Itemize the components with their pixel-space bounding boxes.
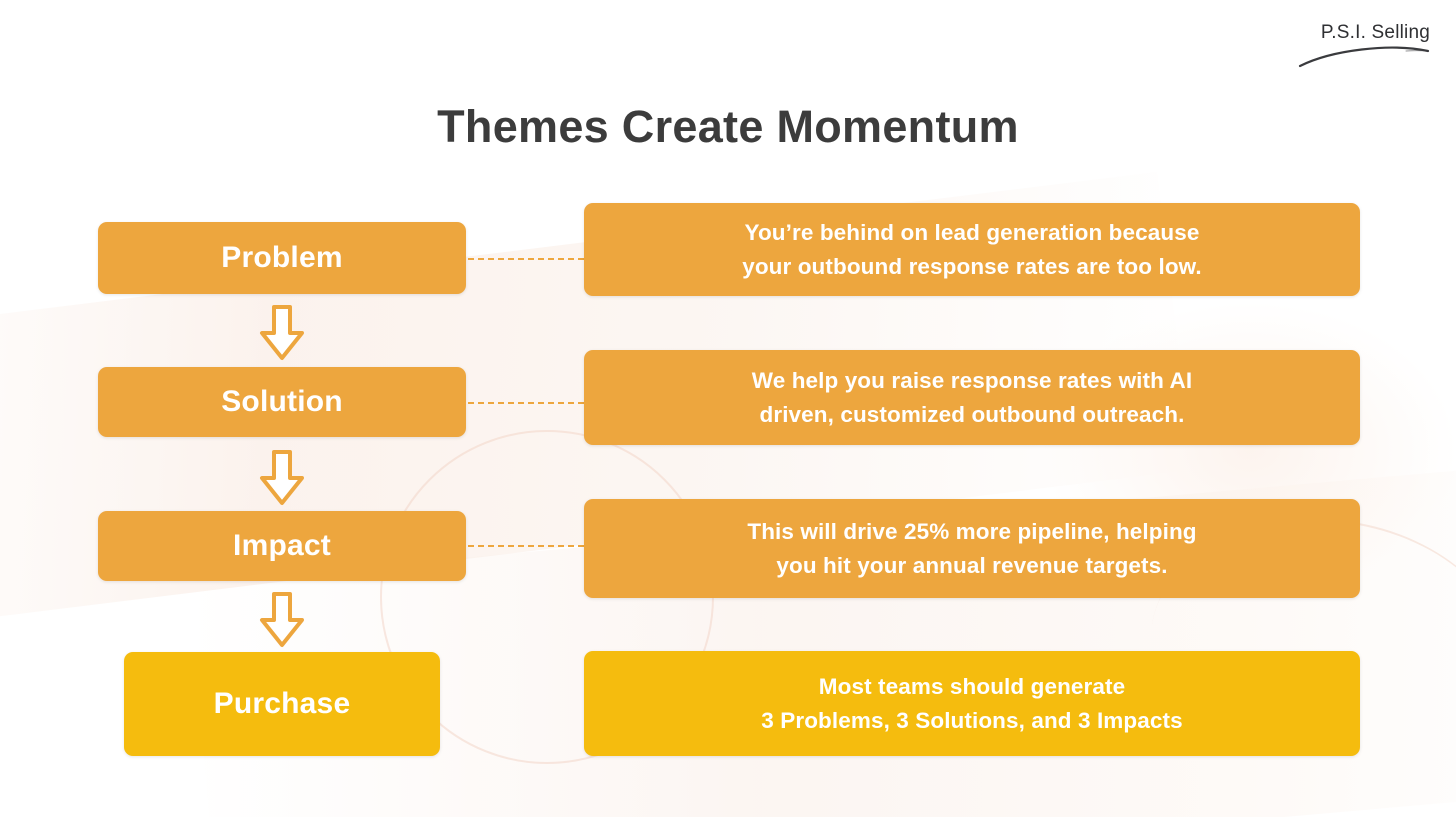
detail-box-solution[interactable]: We help you raise response rates with AI… xyxy=(584,350,1360,445)
detail-box-impact[interactable]: This will drive 25% more pipeline, helpi… xyxy=(584,499,1360,598)
connector-problem xyxy=(468,258,584,260)
stage-box-problem[interactable]: Problem xyxy=(98,222,466,294)
connector-solution xyxy=(468,402,584,404)
stage-label-impact: Impact xyxy=(233,529,331,562)
detail-box-purchase[interactable]: Most teams should generate 3 Problems, 3… xyxy=(584,651,1360,756)
arrow-problem-to-solution xyxy=(258,305,306,361)
connector-impact xyxy=(468,545,584,547)
arrow-down-icon xyxy=(260,450,304,505)
brand-logo-text: P.S.I. Selling xyxy=(1320,22,1430,43)
detail-line: Most teams should generate xyxy=(818,674,1126,700)
arrow-down-icon xyxy=(260,592,304,647)
detail-line: driven, customized outbound outreach. xyxy=(759,401,1185,427)
stage-label-solution: Solution xyxy=(221,385,343,418)
detail-text-purchase: Most teams should generate 3 Problems, 3… xyxy=(739,670,1204,737)
detail-line: your outbound response rates are too low… xyxy=(742,253,1202,279)
arrow-down-icon xyxy=(260,305,304,360)
detail-line: You’re behind on lead generation because xyxy=(744,220,1200,246)
brand-logo: P.S.I. Selling xyxy=(1298,22,1430,68)
logo-swoosh-icon xyxy=(1298,46,1430,68)
stage-label-purchase: Purchase xyxy=(213,687,351,720)
arrow-solution-to-impact xyxy=(258,450,306,506)
detail-text-solution: We help you raise response rates with AI… xyxy=(730,364,1214,431)
detail-line: We help you raise response rates with AI xyxy=(751,368,1193,394)
detail-text-impact: This will drive 25% more pipeline, helpi… xyxy=(725,515,1218,582)
detail-line: This will drive 25% more pipeline, helpi… xyxy=(747,519,1197,545)
stage-box-solution[interactable]: Solution xyxy=(98,367,466,437)
detail-line: you hit your annual revenue targets. xyxy=(776,552,1168,578)
stage-box-purchase[interactable]: Purchase xyxy=(124,652,440,756)
arrow-impact-to-purchase xyxy=(258,592,306,648)
detail-line: 3 Problems, 3 Solutions, and 3 Impacts xyxy=(761,707,1183,733)
detail-box-problem[interactable]: You’re behind on lead generation because… xyxy=(584,203,1360,296)
stage-box-impact[interactable]: Impact xyxy=(98,511,466,581)
page-title: Themes Create Momentum xyxy=(437,101,1019,152)
detail-text-problem: You’re behind on lead generation because… xyxy=(720,216,1224,283)
stage-label-problem: Problem xyxy=(221,241,343,274)
